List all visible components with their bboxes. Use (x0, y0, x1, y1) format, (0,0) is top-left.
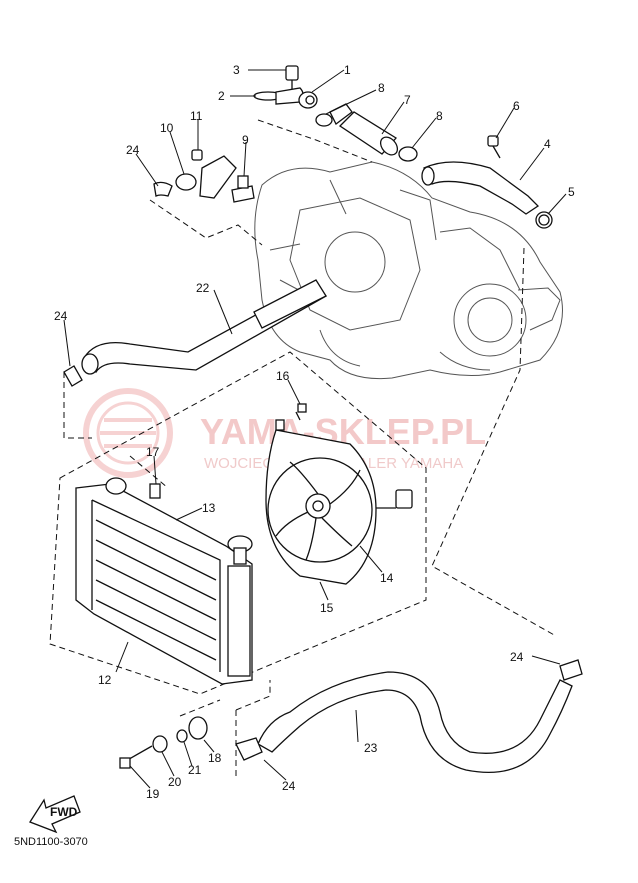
callout-12: 12 (98, 673, 112, 687)
fwd-label: FWD (50, 805, 78, 819)
callout-24-right: 24 (510, 650, 524, 664)
callout-11: 11 (190, 109, 203, 123)
callout-19: 19 (146, 787, 160, 801)
callout-15: 15 (320, 601, 334, 615)
fan-assembly (265, 403, 413, 585)
callout-9: 9 (242, 133, 249, 147)
callout-6: 6 (513, 99, 520, 113)
radiator (75, 477, 253, 685)
callout-20: 20 (168, 775, 182, 789)
callout-labels: 3 1 2 8 7 8 6 4 5 9 10 11 24 22 24 16 17… (54, 63, 575, 801)
callout-14: 14 (380, 571, 394, 585)
callout-13: 13 (202, 501, 216, 515)
assembly-lines (49, 119, 557, 780)
callout-1: 1 (344, 63, 351, 77)
callout-3: 3 (233, 63, 240, 77)
callout-7: 7 (404, 93, 411, 107)
callout-24-left: 24 (54, 309, 68, 323)
hose-4 (421, 135, 553, 229)
hose-23 (235, 659, 583, 774)
leader-lines (63, 69, 567, 789)
mount-hardware (119, 716, 208, 769)
callout-18: 18 (208, 751, 222, 765)
fwd-arrow: FWD (29, 795, 81, 834)
hose-7 (338, 111, 418, 162)
callout-16: 16 (276, 369, 290, 383)
callout-17: 17 (146, 445, 160, 459)
part-code: 5ND1100-3070 (14, 836, 88, 848)
callout-10: 10 (160, 121, 174, 135)
callout-4: 4 (544, 137, 551, 151)
callout-24-top: 24 (126, 143, 140, 157)
callout-24-bottom: 24 (282, 779, 296, 793)
callout-8-right: 8 (436, 109, 443, 123)
cover-parts (153, 149, 255, 203)
hose-22 (63, 279, 327, 387)
callout-21: 21 (188, 763, 202, 777)
callout-2: 2 (218, 89, 225, 103)
callout-8-top: 8 (378, 81, 385, 95)
callout-22: 22 (196, 281, 210, 295)
callout-5: 5 (568, 185, 575, 199)
callout-23: 23 (364, 741, 378, 755)
thermostat-outlet-parts (253, 65, 353, 127)
